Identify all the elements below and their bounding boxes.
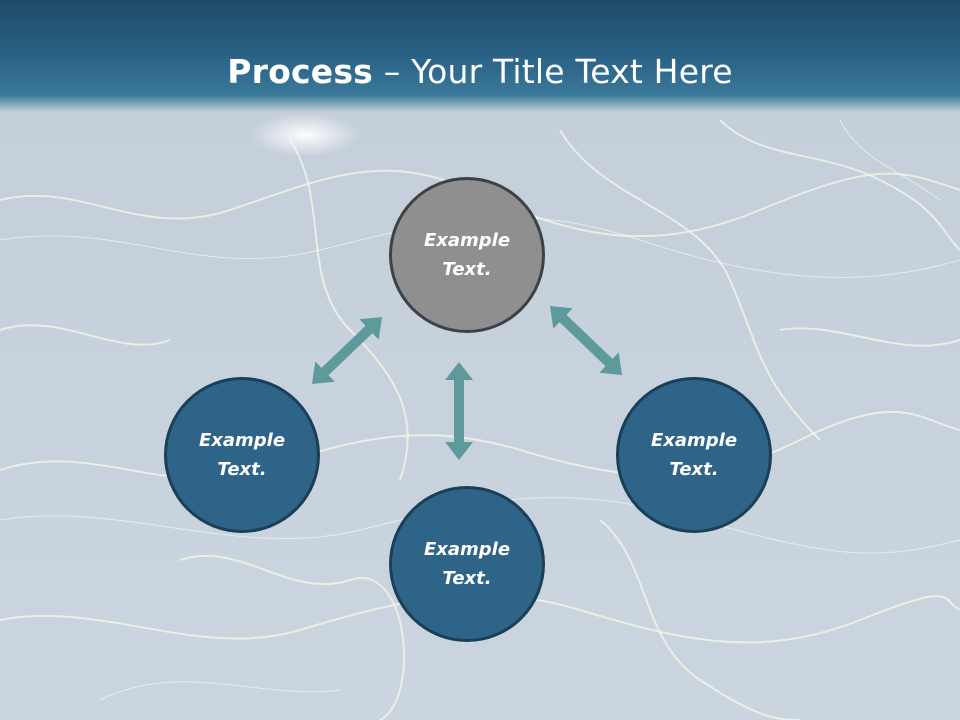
node-right-label: Example Text. [650,430,738,480]
node-top: Example Text. [389,177,545,333]
node-bottom-label: Example Text. [423,539,511,589]
title-bar [0,0,960,112]
slide-title: Process – Your Title Text Here [0,52,960,91]
title-rest: – Your Title Text Here [373,52,733,91]
node-bottom: Example Text. [389,486,545,642]
node-top-label: Example Text. [423,230,511,280]
node-left-label: Example Text. [198,430,286,480]
node-left: Example Text. [164,377,320,533]
title-bold: Process [227,52,374,91]
node-right: Example Text. [616,377,772,533]
